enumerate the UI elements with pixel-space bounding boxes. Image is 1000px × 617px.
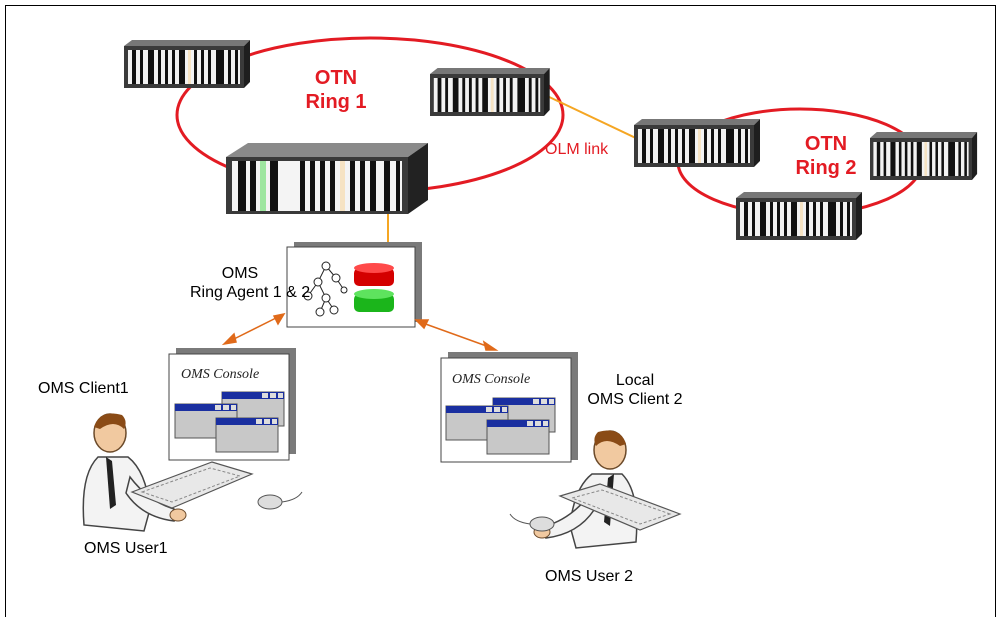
network-element-icon (634, 119, 760, 167)
oms-agent-box (286, 242, 422, 328)
client-1-label: OMS Client1 (38, 380, 129, 397)
network-element-icon (430, 68, 550, 116)
network-element-icon (736, 192, 862, 240)
ring-1-label: OTN Ring 1 (305, 67, 367, 113)
user-2-label: OMS User 2 (545, 568, 634, 585)
client-2-label: Local OMS Client 2 (587, 372, 683, 408)
main-network-element-icon (226, 143, 428, 214)
olm-link-label: OLM link (545, 141, 609, 158)
agent-client2-arrow (414, 319, 499, 351)
oms-console-1 (168, 348, 296, 461)
database-icon (354, 263, 394, 312)
olm-link-line (544, 94, 641, 141)
agent-label: OMS Ring Agent 1 & 2 (190, 265, 311, 301)
window-icon (215, 417, 279, 453)
oms-console-2 (440, 352, 578, 463)
ring-2-label: OTN Ring 2 (795, 133, 857, 179)
diagram-frame (5, 5, 996, 617)
keyboard-icon (131, 461, 303, 510)
window-icon (486, 419, 550, 455)
user-1-label: OMS User1 (84, 540, 168, 557)
agent-client1-arrow (221, 312, 286, 346)
network-element-icon (870, 132, 978, 180)
console-2-title: OMS Console (452, 372, 531, 387)
network-element-icon (124, 40, 250, 88)
console-1-title: OMS Console (181, 367, 260, 382)
topology-tree-icon (303, 261, 348, 317)
